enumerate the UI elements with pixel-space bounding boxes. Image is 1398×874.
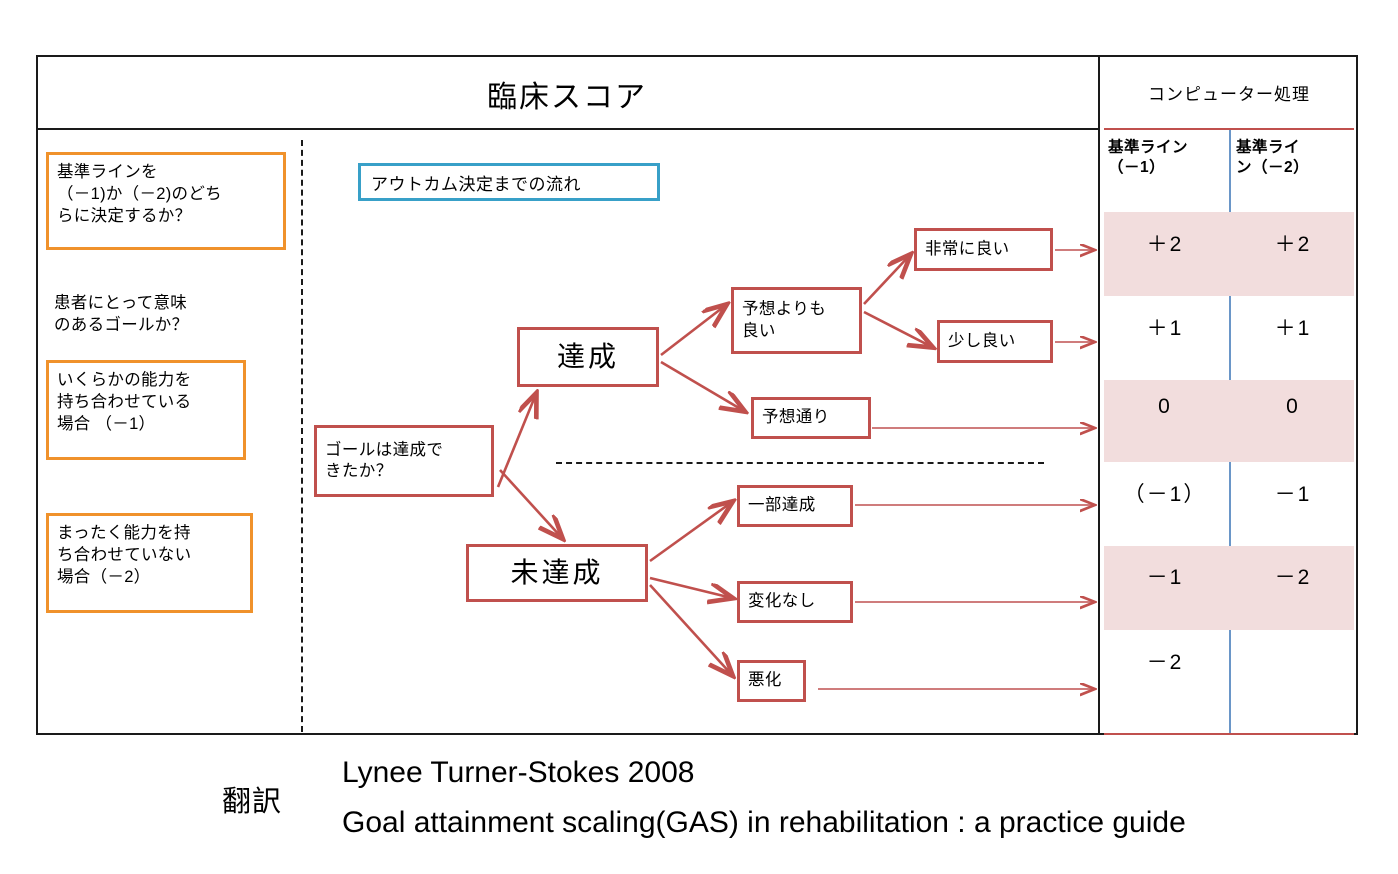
flow-node-label: 少し良い bbox=[948, 331, 1016, 350]
table-bottom-rule bbox=[1104, 733, 1354, 735]
computer-score-table: 基準ライン （－1） 基準ライ ン（－2） ＋2 ＋2 ＋1 ＋1 0 0 （－… bbox=[1100, 128, 1358, 735]
flow-legend-label: アウトカム決定までの流れ bbox=[371, 174, 581, 194]
table-cell-baseline2: －2 bbox=[1274, 566, 1312, 589]
flow-node-label: ゴールは達成で きたか？ bbox=[325, 440, 444, 480]
table-header-baseline-1: 基準ライン （－1） bbox=[1108, 139, 1189, 176]
caption-citation-line1: Lynee Turner-Stokes 2008 bbox=[342, 756, 695, 789]
flow-node-label: 予想よりも 良い bbox=[742, 300, 827, 340]
table-row: ＋2 ＋2 bbox=[1100, 228, 1358, 256]
flow-node-label: 達成 bbox=[556, 340, 619, 372]
page-title: 臨床スコア bbox=[487, 81, 647, 114]
flow-node-as-expected: 予想通り bbox=[751, 397, 871, 439]
flow-node-label: 未達成 bbox=[510, 556, 604, 588]
sidebar-item-no-ability-case: まったく能力を持 ち合わせていない 場合（－2） bbox=[46, 513, 253, 613]
flow-node-label: 一部達成 bbox=[748, 496, 816, 515]
row-band-shaded bbox=[1104, 212, 1354, 296]
caption-citation-line2: Goal attainment scaling(GAS) in rehabili… bbox=[342, 806, 1186, 839]
table-cell-baseline1: （－1） bbox=[1123, 483, 1207, 506]
flow-node-not-achieved: 未達成 bbox=[466, 544, 648, 602]
table-cell-baseline1: －1 bbox=[1146, 566, 1184, 589]
table-cell-baseline1: ＋2 bbox=[1146, 233, 1184, 256]
flow-node-very-good: 非常に良い bbox=[914, 228, 1053, 271]
computer-section-title: コンピューター処理 bbox=[1148, 85, 1310, 104]
table-cell-baseline1: 0 bbox=[1158, 395, 1172, 418]
table-row: ＋1 ＋1 bbox=[1100, 312, 1358, 340]
table-cell-baseline1: ＋1 bbox=[1146, 317, 1184, 340]
caption-label: 翻訳 bbox=[222, 786, 283, 818]
sidebar-item-some-ability-case: いくらかの能力を 持ち合わせている 場合 （－1） bbox=[46, 360, 246, 460]
table-row: －1 －2 bbox=[1100, 561, 1358, 589]
sidebar-item-label: 基準ラインを （－1)か（－2)のどち らに決定するか？ bbox=[57, 163, 222, 226]
table-header-row: 基準ライン （－1） 基準ライ ン（－2） bbox=[1100, 128, 1358, 214]
flow-node-label: 変化なし bbox=[748, 592, 816, 611]
clinical-computer-divider bbox=[1098, 55, 1100, 735]
flow-node-root-question: ゴールは達成で きたか？ bbox=[314, 425, 494, 497]
flow-node-slightly-good: 少し良い bbox=[937, 320, 1053, 363]
sidebar-dashed-divider bbox=[301, 140, 303, 732]
flow-section-dashed-separator bbox=[556, 462, 1044, 464]
flow-node-no-change: 変化なし bbox=[737, 581, 853, 623]
sidebar-item-label: 患者にとって意味 のあるゴールか？ bbox=[54, 294, 189, 335]
table-row: 0 0 bbox=[1100, 395, 1358, 419]
table-header-baseline-2: 基準ライ ン（－2） bbox=[1236, 139, 1310, 176]
sidebar-item-meaningful-goal: 患者にとって意味 のあるゴールか？ bbox=[54, 270, 289, 336]
table-cell-baseline2: ＋2 bbox=[1274, 233, 1312, 256]
table-cell-baseline2: －1 bbox=[1274, 483, 1312, 506]
title-divider-rule bbox=[36, 128, 1098, 130]
flow-node-label: 予想通り bbox=[762, 408, 830, 427]
row-band-shaded bbox=[1104, 546, 1354, 630]
table-cell-baseline2: ＋1 bbox=[1274, 317, 1312, 340]
flow-node-label: 悪化 bbox=[748, 671, 782, 690]
table-cell-baseline1: －2 bbox=[1146, 651, 1184, 674]
flow-node-worsened: 悪化 bbox=[737, 660, 806, 702]
table-row: （－1） －1 bbox=[1100, 478, 1358, 506]
row-band-shaded bbox=[1104, 380, 1354, 462]
sidebar-item-baseline-question: 基準ラインを （－1)か（－2)のどち らに決定するか？ bbox=[46, 152, 286, 250]
table-cell-baseline2: 0 bbox=[1286, 395, 1300, 418]
sidebar-item-label: まったく能力を持 ち合わせていない 場合（－2） bbox=[57, 524, 192, 587]
header-top-rule bbox=[1104, 128, 1354, 130]
flow-legend-box: アウトカム決定までの流れ bbox=[358, 163, 660, 201]
flow-node-partially-achieved: 一部達成 bbox=[737, 485, 853, 527]
sidebar-item-label: いくらかの能力を 持ち合わせている 場合 （－1） bbox=[57, 371, 192, 434]
flow-node-better-than-expected: 予想よりも 良い bbox=[731, 287, 862, 354]
flow-node-label: 非常に良い bbox=[925, 239, 1010, 258]
flow-node-achieved: 達成 bbox=[517, 327, 659, 387]
table-row: －2 bbox=[1100, 646, 1358, 674]
